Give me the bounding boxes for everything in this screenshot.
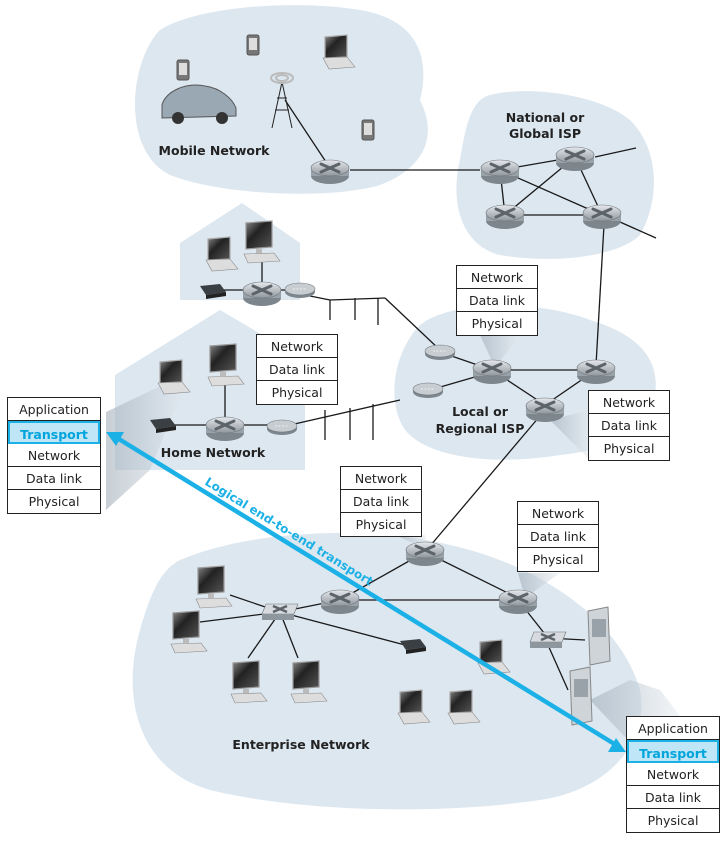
layer-application: Application: [8, 398, 100, 421]
protocol-stack-left-host: Application Transport Network Data link …: [7, 397, 101, 514]
router-icon: [309, 158, 351, 186]
layer-network: Network: [627, 763, 719, 786]
router-icon: [581, 203, 623, 231]
layer-transport: Transport: [627, 740, 719, 763]
layer-network: Network: [518, 502, 598, 525]
home-network-label: Home Network: [161, 445, 266, 460]
layer-data-link: Data link: [457, 289, 537, 312]
layer-network: Network: [8, 444, 100, 467]
router-icon: [319, 588, 361, 616]
mobile-network-region: [135, 5, 428, 194]
phone-icon: [176, 59, 190, 81]
local-isp-label-1: Local or: [452, 404, 509, 419]
protocol-stack-right-host: Application Transport Network Data link …: [626, 716, 720, 833]
national-isp-label-1: National or: [506, 110, 585, 125]
modem-icon: [284, 282, 316, 299]
layer-physical: Physical: [271, 385, 323, 400]
modem-icon: [412, 382, 444, 399]
protocol-stack-enterprise-left: Network Data link Physical: [340, 466, 422, 537]
layer-data-link: Data link: [518, 525, 598, 548]
layer-physical: Physical: [603, 441, 655, 456]
enterprise-network-label: Enterprise Network: [232, 737, 370, 752]
stack-beam-local-right: [550, 410, 590, 460]
router-icon: [404, 540, 446, 568]
switch-icon: [260, 602, 300, 622]
layer-network: Network: [341, 467, 421, 490]
switch-icon: [528, 630, 568, 650]
router-icon: [479, 158, 521, 186]
layer-network: Network: [457, 266, 537, 289]
national-isp-label-2: Global ISP: [509, 126, 581, 141]
phone-icon: [361, 119, 375, 141]
stack-beam-local-top: [480, 335, 520, 368]
layer-transport: Transport: [8, 421, 100, 444]
router-icon: [554, 145, 596, 173]
layer-network: Network: [257, 335, 337, 358]
modem-icon: [424, 344, 456, 361]
layer-data-link: Data link: [589, 414, 669, 437]
modem-icon: [266, 419, 298, 436]
layer-data-link: Data link: [341, 490, 421, 513]
router-icon: [484, 203, 526, 231]
layer-data-link: Data link: [627, 786, 719, 809]
home-network-region-top: [180, 203, 300, 300]
router-icon: [471, 358, 513, 386]
layer-application: Application: [627, 717, 719, 740]
layer-physical: Physical: [471, 316, 523, 331]
router-icon: [524, 396, 566, 424]
router-icon: [241, 280, 283, 308]
stack-beam-left: [106, 372, 190, 510]
protocol-stack-local-isp-right: Network Data link Physical: [588, 390, 670, 461]
layer-data-link: Data link: [257, 358, 337, 381]
layer-physical: Physical: [532, 552, 584, 567]
layer-physical: Physical: [28, 494, 80, 509]
protocol-stack-home-router: Network Data link Physical: [256, 334, 338, 405]
router-icon: [497, 588, 539, 616]
layer-network: Network: [589, 391, 669, 414]
server-icon: [587, 606, 611, 666]
arrow-head-right-icon: [608, 738, 626, 752]
phone-icon: [246, 34, 260, 56]
cell-tower-icon: [270, 72, 294, 129]
layer-physical: Physical: [647, 813, 699, 828]
router-icon: [575, 358, 617, 386]
arrow-head-left-icon: [106, 432, 124, 446]
layer-data-link: Data link: [8, 467, 100, 490]
local-isp-label-2: Regional ISP: [436, 421, 525, 436]
protocol-stack-enterprise-right: Network Data link Physical: [517, 501, 599, 572]
protocol-stack-local-isp-top: Network Data link Physical: [456, 265, 538, 336]
mobile-network-label: Mobile Network: [159, 143, 271, 158]
devices: [150, 34, 623, 726]
router-icon: [204, 415, 246, 443]
layer-physical: Physical: [355, 517, 407, 532]
car-icon: [161, 84, 237, 124]
